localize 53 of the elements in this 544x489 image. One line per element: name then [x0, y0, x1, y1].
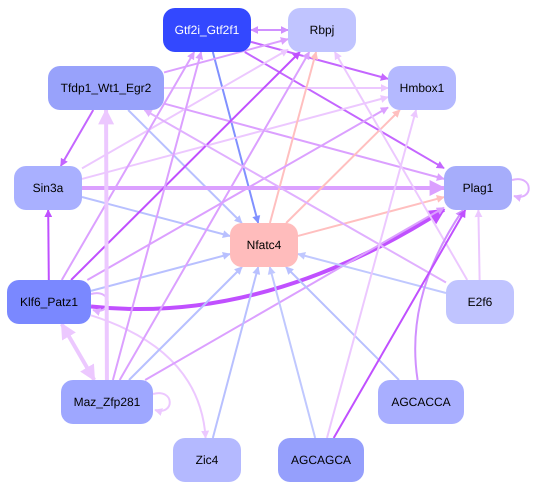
arrow	[474, 209, 482, 280]
gene-node: Sin3a	[14, 166, 82, 210]
gene-node: AGCACCA	[378, 380, 464, 424]
arrow	[244, 51, 445, 170]
arrow	[164, 37, 289, 74]
gene-node: Gtf2i_Gtf2f1	[163, 8, 251, 52]
arrow	[326, 109, 418, 438]
arrow	[70, 51, 301, 281]
arrow	[82, 95, 389, 180]
arrow	[82, 48, 289, 170]
arrow	[285, 109, 401, 224]
arrow	[144, 109, 446, 284]
gene-node: Plag1	[444, 166, 512, 210]
gene-node: E2f6	[446, 280, 514, 324]
arrow	[98, 108, 114, 380]
arrow	[90, 314, 209, 439]
gene-node: Maz_Zfp281	[61, 380, 153, 424]
arrow	[112, 51, 204, 380]
arrow	[164, 102, 445, 181]
arrow	[90, 252, 231, 292]
arrow	[86, 106, 389, 281]
arrow	[332, 209, 466, 438]
arrow	[164, 84, 389, 92]
arrow	[60, 110, 94, 167]
arrow	[268, 266, 316, 438]
arrow	[60, 322, 96, 382]
arrow	[128, 266, 243, 381]
gene-node: Nfatc4	[230, 223, 298, 267]
arrow	[298, 195, 445, 237]
arrow	[44, 209, 52, 280]
arrow	[512, 178, 530, 202]
gene-node: Rbpj	[288, 8, 356, 52]
arrow	[285, 266, 400, 381]
gene-node: Hmbox1	[388, 66, 456, 110]
gene-node: Klf6_Patz1	[7, 280, 91, 324]
arrow	[212, 52, 260, 224]
gene-node: Tfdp1_Wt1_Egr2	[48, 66, 164, 110]
arrow	[297, 252, 446, 294]
arrow	[118, 51, 310, 380]
arrow	[60, 51, 196, 280]
arrow	[144, 206, 445, 381]
arrow	[250, 40, 389, 81]
arrow	[414, 209, 464, 380]
arrow	[268, 51, 318, 224]
gene-node: AGCAGCA	[278, 438, 364, 482]
arrow	[127, 109, 243, 224]
arrow	[334, 51, 468, 280]
gene-node: Zic4	[173, 438, 241, 482]
arrow	[90, 208, 446, 311]
arrow	[82, 180, 446, 196]
arrow	[152, 392, 171, 416]
arrow	[82, 196, 231, 238]
arrow	[212, 266, 260, 438]
